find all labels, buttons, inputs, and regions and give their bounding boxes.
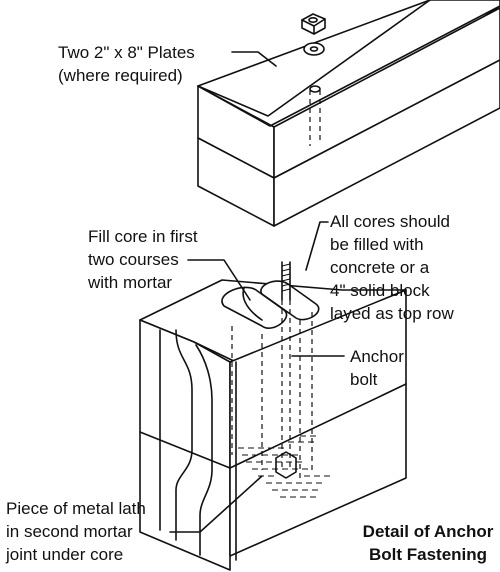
anchor-label-line2: bolt <box>350 370 378 389</box>
plates-leader-line <box>231 51 277 67</box>
anchor-bolt <box>275 261 297 479</box>
fill-core-line2: two courses <box>88 250 179 269</box>
lath-label-line3: joint under core <box>5 545 123 564</box>
diagram-title: Detail of Anchor Bolt Fastening <box>363 522 494 564</box>
mortar-joint-line <box>139 383 407 469</box>
lath-label-line1: Piece of metal lath <box>6 499 146 518</box>
bolt-in-plate <box>309 90 321 146</box>
washer-icon <box>303 42 325 56</box>
plate-top-edge <box>197 5 500 127</box>
block-wall-drawing <box>139 261 407 571</box>
lath-label-line2: in second mortar <box>6 522 133 541</box>
anchor-label-line1: Anchor <box>350 347 404 366</box>
lower-plate-side <box>273 59 500 227</box>
core-profile-left <box>159 329 193 541</box>
core-dashed-lines <box>231 312 313 478</box>
all-cores-line2: be filled with <box>330 235 424 254</box>
plates-label: Two 2" x 8" Plates (where required) <box>58 43 277 85</box>
plates-label-line1: Two 2" x 8" Plates <box>58 43 195 62</box>
fill-core-label: Fill core in first two courses with mort… <box>87 227 251 301</box>
fill-core-line3: with mortar <box>87 273 172 292</box>
plates-drawing <box>197 0 500 227</box>
plates-label-line2: (where required) <box>58 66 183 85</box>
nut-icon <box>301 13 326 35</box>
bolt-hole <box>309 85 321 93</box>
lath-leader <box>169 475 263 533</box>
all-cores-line3: concrete or a <box>330 258 430 277</box>
all-cores-label: All cores should be filled with concrete… <box>305 212 455 323</box>
all-cores-leader <box>305 221 329 271</box>
fill-core-line1: Fill core in first <box>88 227 198 246</box>
bolt-head <box>275 451 297 479</box>
all-cores-line1: All cores should <box>330 212 450 231</box>
title-line2: Bolt Fastening <box>369 545 487 564</box>
fill-core-leader <box>187 259 251 301</box>
all-cores-line4: 4" solid block <box>330 281 430 300</box>
all-cores-line5: layed as top row <box>330 304 455 323</box>
upper-plate-side <box>273 7 500 179</box>
title-line1: Detail of Anchor <box>363 522 494 541</box>
anchor-bolt-label: Anchor bolt <box>291 347 404 389</box>
metal-lath-label: Piece of metal lath in second mortar joi… <box>5 475 263 564</box>
metal-lath <box>238 435 330 498</box>
core-profile-right <box>195 344 213 556</box>
